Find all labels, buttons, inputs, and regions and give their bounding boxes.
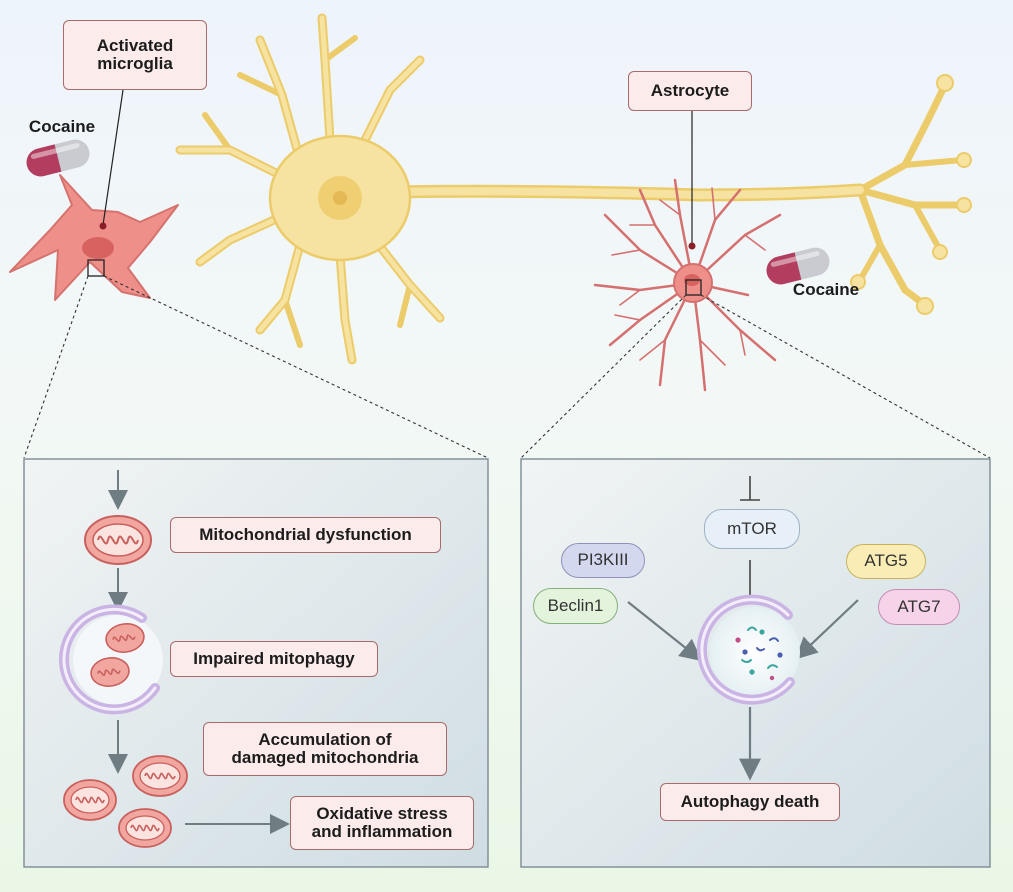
autophagosome	[696, 594, 800, 705]
mitochondrial-dysfunction-label: Mitochondrial dysfunction	[170, 517, 441, 553]
atg5-pill: ATG5	[846, 544, 926, 579]
astrocyte-zoom-box	[685, 279, 702, 296]
astrocyte-label: Astrocyte	[628, 71, 752, 111]
neuron-fill	[177, 15, 864, 363]
atg7-pill: ATG7	[878, 589, 960, 625]
cocaine-label-right: Cocaine	[792, 279, 860, 299]
oxidative-stress-inflammation-label: Oxidative stress and inflammation	[290, 796, 474, 850]
astrocyte	[593, 178, 782, 392]
microglia-pointer-dot	[99, 222, 107, 230]
mitophagy-phagophore	[59, 604, 163, 715]
neuron-nucleolus	[333, 191, 347, 205]
neuron-terminal-knobs	[850, 74, 972, 315]
cocaine-label-left: Cocaine	[28, 116, 96, 136]
right-flow-arrows	[627, 599, 859, 781]
activated-microglia-label: Activated microglia	[63, 20, 207, 90]
astrocyte-pointer-dot	[688, 242, 696, 250]
mtor-pill: mTOR	[704, 509, 800, 549]
microglia	[9, 174, 179, 301]
left-flow-arrows	[108, 470, 290, 834]
mitochondrion-1	[84, 515, 152, 565]
autophagy-death-label: Autophagy death	[660, 783, 840, 821]
pi3kiii-pill: PI3KIII	[561, 543, 645, 578]
damaged-mitochondria	[63, 755, 188, 848]
cocaine-capsule-right	[766, 247, 830, 285]
beclin1-pill: Beclin1	[533, 588, 618, 624]
impaired-mitophagy-label: Impaired mitophagy	[170, 641, 378, 677]
cocaine-capsule-left	[26, 139, 90, 177]
left-panel-border	[23, 458, 489, 868]
accumulation-damaged-mitochondria-label: Accumulation of damaged mitochondria	[203, 722, 447, 776]
microglia-pointer	[102, 89, 124, 226]
zoom-lines	[23, 275, 991, 459]
right-panel-border	[520, 458, 991, 868]
